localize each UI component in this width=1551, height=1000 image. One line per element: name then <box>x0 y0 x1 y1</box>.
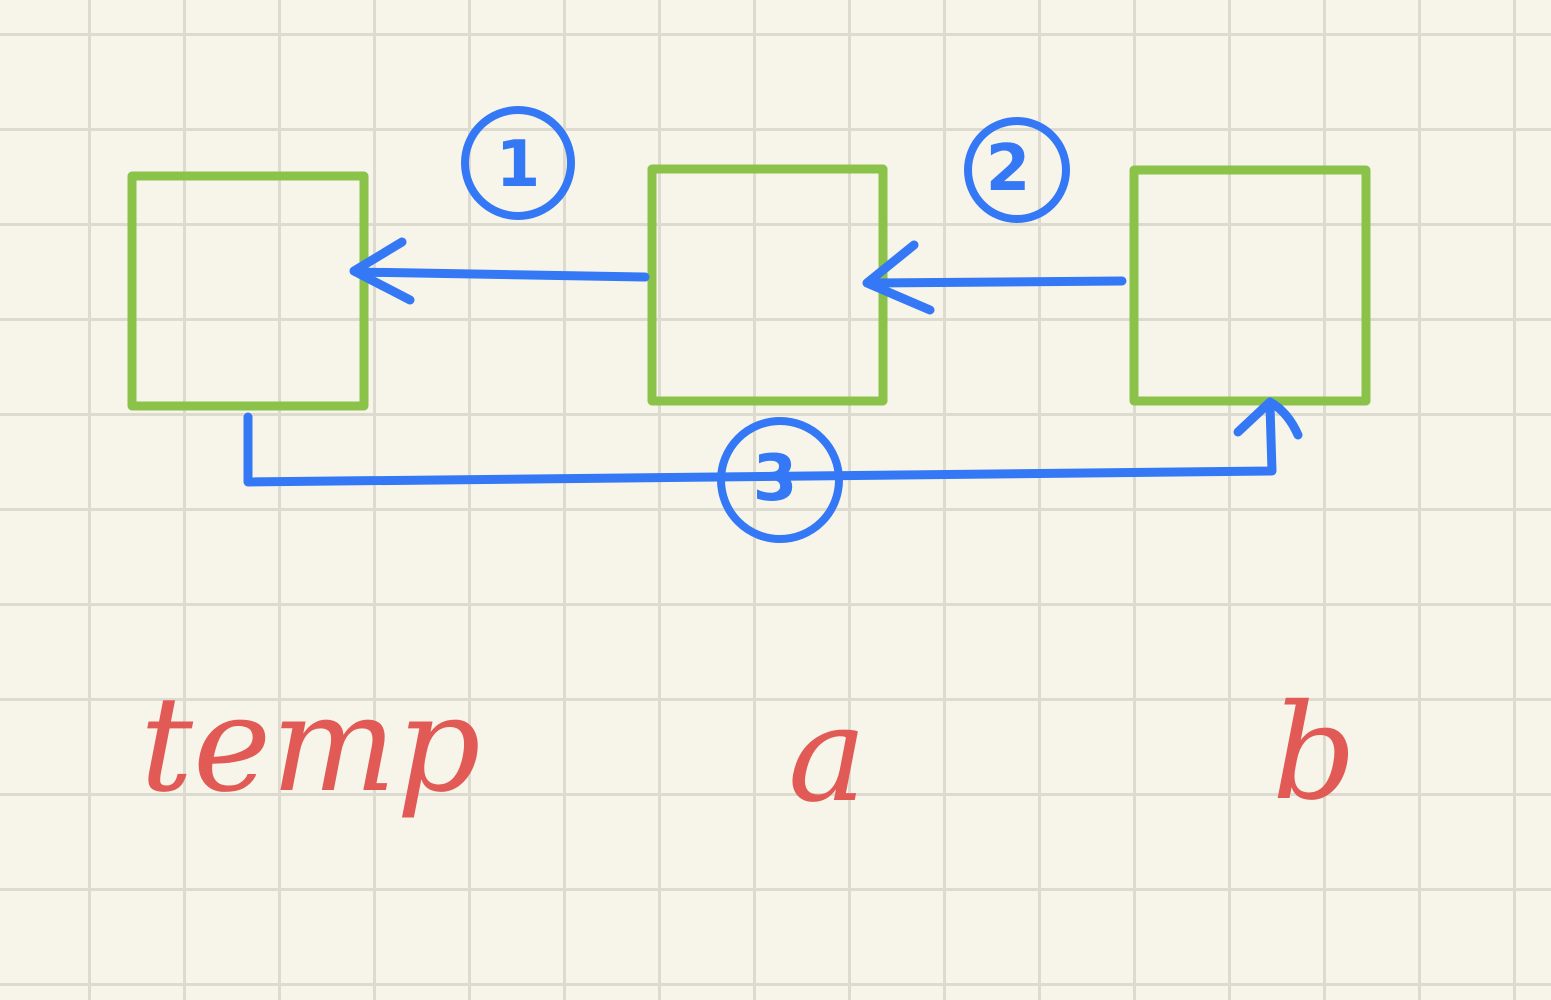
step-3-number: 3 <box>753 442 798 516</box>
label-temp: temp <box>140 668 481 822</box>
step-2-number: 2 <box>986 132 1031 206</box>
step-3-circle <box>717 417 843 543</box>
arrow-1-head <box>349 237 415 305</box>
step-1-circle <box>461 106 575 220</box>
box-temp-rect <box>127 171 369 411</box>
arrow-a-to-temp <box>349 237 650 305</box>
arrow-temp-to-b <box>243 397 1303 487</box>
box-a-rect <box>647 164 888 406</box>
step-2-circle <box>964 117 1070 223</box>
arrow-3-head <box>1233 397 1303 440</box>
label-b: b <box>1272 676 1357 830</box>
box-b-rect <box>1129 165 1371 406</box>
arrow-b-to-a <box>862 240 1127 315</box>
variable-box-b <box>1129 165 1371 406</box>
variable-box-temp <box>127 171 369 411</box>
arrow-2-head <box>862 240 935 315</box>
step-1-number: 1 <box>496 128 541 202</box>
variable-box-a <box>647 164 888 406</box>
label-a: a <box>788 678 867 832</box>
arrow-3-path <box>243 401 1277 487</box>
arrow-2-shaft <box>865 276 1127 288</box>
step-marker-3: 3 <box>717 417 843 543</box>
arrow-1-shaft <box>351 267 650 282</box>
step-marker-2: 2 <box>964 117 1070 223</box>
step-marker-1: 1 <box>461 106 575 220</box>
